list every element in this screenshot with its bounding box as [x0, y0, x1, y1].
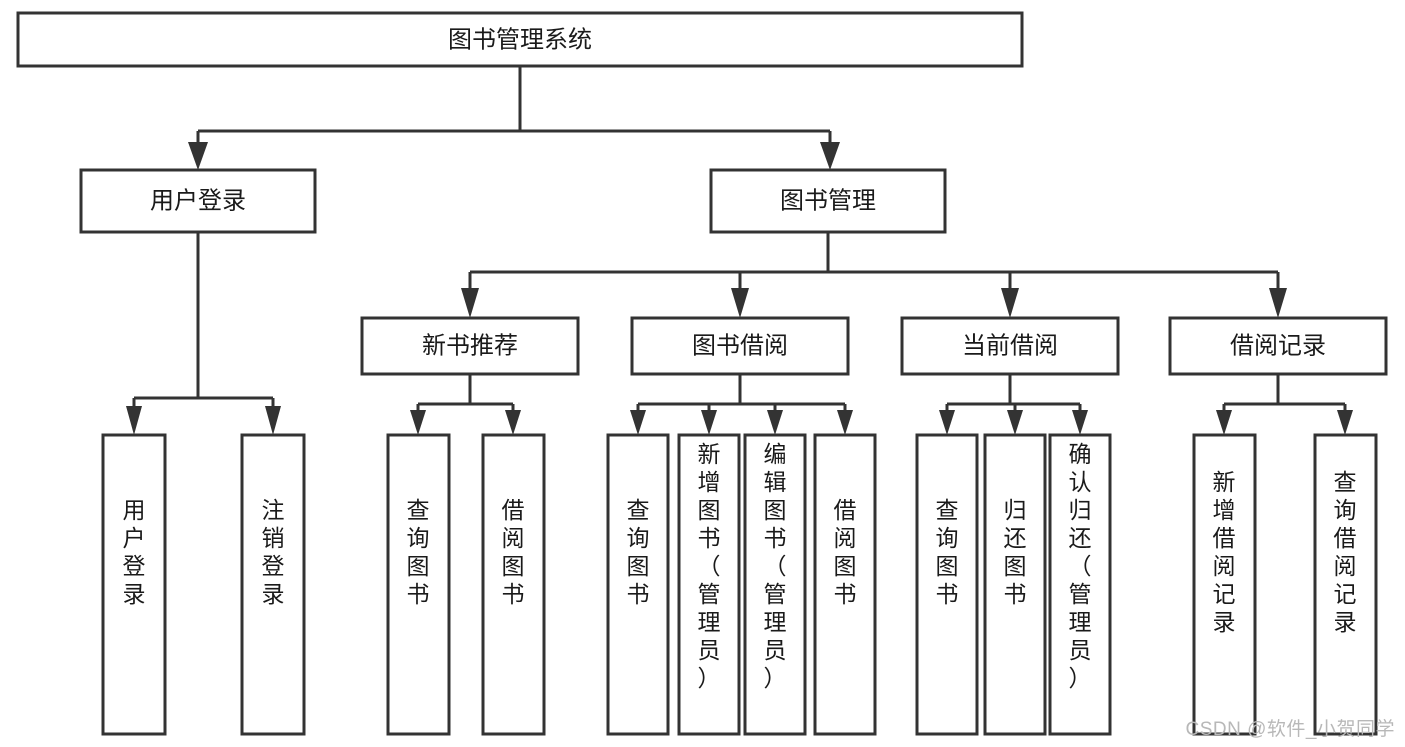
leaf-return-book-box: [983, 433, 1047, 736]
leaf-borrow-book-newbook-box: [481, 433, 546, 736]
leaf-user-login[interactable]: 用户登录: [101, 433, 167, 736]
leaf-query-borrow-record-label: 查询借阅记录: [1334, 469, 1357, 635]
node-book-management[interactable]: 图书管理: [709, 168, 947, 234]
arrow-head-current: [1001, 288, 1019, 318]
node-user-login[interactable]: 用户登录: [79, 168, 317, 234]
leaf-confirm-return-admin-label: 确认归还（管理员）: [1069, 441, 1092, 691]
node-current-borrow-label: 当前借阅: [962, 332, 1058, 359]
arrow-head-leaf-user-login: [126, 406, 142, 435]
node-current-borrow-box: [900, 316, 1120, 376]
node-root-label: 图书管理系统: [448, 26, 592, 53]
arrow-head-borrow: [731, 288, 749, 318]
leaf-borrow-book-borrow-box: [813, 433, 877, 736]
leaf-user-login-box: [101, 433, 167, 736]
node-current-borrow[interactable]: 当前借阅: [900, 316, 1120, 376]
node-new-book-recommend[interactable]: 新书推荐: [360, 316, 580, 376]
node-borrow-record-label: 借阅记录: [1230, 332, 1326, 359]
leaf-query-book-current-label: 查询图书: [936, 497, 959, 607]
leaf-logout[interactable]: 注销登录: [240, 433, 306, 736]
leaf-layer: 用户登录 注销登录 查询图书 借阅图书 查询图书 新增图书（管理员） 编辑图书（…: [101, 433, 1378, 736]
arrow-head-leaf-confirm-return: [1072, 410, 1088, 435]
arrow-head-user-login: [188, 142, 208, 170]
leaf-return-book[interactable]: 归还图书: [983, 433, 1047, 736]
arrow-head-leaf-borrow-book-2: [837, 410, 853, 435]
leaf-query-book-borrow[interactable]: 查询图书: [606, 433, 670, 736]
node-root-box: [16, 11, 1024, 68]
leaf-add-book-admin[interactable]: 新增图书（管理员）: [677, 433, 741, 736]
leaf-query-borrow-record-box: [1313, 433, 1378, 736]
leaf-query-book-newbook-label: 查询图书: [407, 497, 430, 607]
arrow-head-leaf-edit-book: [767, 410, 783, 435]
node-book-borrow-box: [630, 316, 850, 376]
leaf-add-book-admin-box: [677, 433, 741, 736]
node-book-management-label: 图书管理: [780, 187, 876, 214]
arrow-head-leaf-add-book: [701, 410, 717, 435]
arrow-head-leaf-query-record: [1337, 410, 1353, 435]
connector-layer: [126, 66, 1353, 435]
node-user-login-box: [79, 168, 317, 234]
leaf-query-book-current-box: [915, 433, 979, 736]
node-borrow-record-box: [1168, 316, 1388, 376]
leaf-add-borrow-record-box: [1192, 433, 1257, 736]
leaf-borrow-book-newbook[interactable]: 借阅图书: [481, 433, 546, 736]
leaf-edit-book-admin-box: [743, 433, 807, 736]
leaf-borrow-book-newbook-label: 借阅图书: [502, 497, 525, 607]
arrow-head-leaf-query-book-1: [410, 410, 426, 435]
leaf-query-borrow-record[interactable]: 查询借阅记录: [1313, 433, 1378, 736]
arrow-head-book-mgmt: [820, 142, 840, 170]
leaf-add-borrow-record-label: 新增借阅记录: [1213, 469, 1236, 635]
arrow-head-leaf-return-book: [1007, 410, 1023, 435]
leaf-query-book-borrow-box: [606, 433, 670, 736]
arrow-head-leaf-logout: [265, 406, 281, 435]
node-borrow-record[interactable]: 借阅记录: [1168, 316, 1388, 376]
leaf-edit-book-admin-label: 编辑图书（管理员）: [764, 441, 787, 691]
leaf-confirm-return-admin-box: [1048, 433, 1112, 736]
leaf-borrow-book-borrow-label: 借阅图书: [834, 497, 857, 607]
leaf-logout-box: [240, 433, 306, 736]
arrow-head-newbook: [461, 288, 479, 318]
node-user-login-label: 用户登录: [150, 187, 246, 214]
node-book-borrow[interactable]: 图书借阅: [630, 316, 850, 376]
node-new-book-recommend-box: [360, 316, 580, 376]
arrow-head-leaf-add-record: [1216, 410, 1232, 435]
leaf-return-book-label: 归还图书: [1004, 497, 1027, 607]
leaf-query-book-current[interactable]: 查询图书: [915, 433, 979, 736]
leaf-borrow-book-borrow[interactable]: 借阅图书: [813, 433, 877, 736]
arrow-head-leaf-query-book-2: [630, 410, 646, 435]
leaf-user-login-label: 用户登录: [123, 497, 146, 607]
node-book-management-box: [709, 168, 947, 234]
leaf-edit-book-admin[interactable]: 编辑图书（管理员）: [743, 433, 807, 736]
node-book-borrow-label: 图书借阅: [692, 332, 788, 359]
leaf-add-borrow-record[interactable]: 新增借阅记录: [1192, 433, 1257, 736]
arrow-head-leaf-borrow-book-1: [505, 410, 521, 435]
leaf-logout-label: 注销登录: [262, 497, 285, 607]
leaf-query-book-newbook[interactable]: 查询图书: [386, 433, 451, 736]
leaf-add-book-admin-label: 新增图书（管理员）: [698, 441, 721, 691]
arrow-head-leaf-query-book-3: [939, 410, 955, 435]
arrow-head-record: [1269, 288, 1287, 318]
node-new-book-recommend-label: 新书推荐: [422, 332, 518, 359]
leaf-confirm-return-admin[interactable]: 确认归还（管理员）: [1048, 433, 1112, 736]
node-root[interactable]: 图书管理系统: [16, 11, 1024, 68]
leaf-query-book-newbook-box: [386, 433, 451, 736]
leaf-query-book-borrow-label: 查询图书: [627, 497, 650, 607]
